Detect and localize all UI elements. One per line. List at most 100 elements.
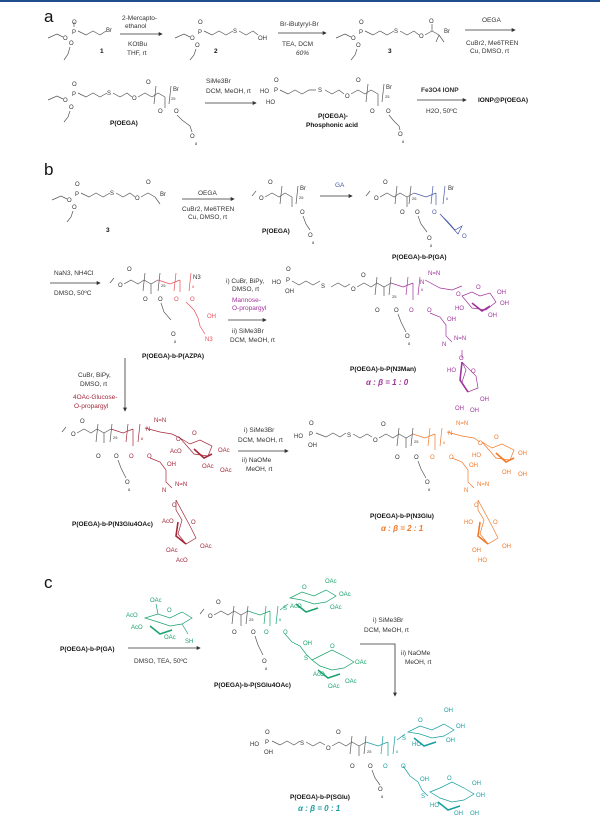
atom-oh: OH — [502, 470, 511, 476]
atom-nn: N=N — [175, 482, 187, 488]
step-c2-deacetylation: ii) NaOMe — [401, 650, 431, 657]
atom-o: O — [395, 455, 400, 461]
step-a1-reagent: 2-Mercapto- — [122, 15, 157, 22]
atom-ho: HO — [447, 368, 456, 374]
atom-o: O — [171, 332, 176, 338]
step-b3-reagent: NaN3, NH4Cl — [54, 270, 94, 277]
peg-n: 8 — [265, 666, 268, 671]
step-b6-solvent: MeOH, rt — [246, 466, 273, 473]
atom-oh: OH — [470, 811, 479, 817]
atom-o: O — [493, 520, 498, 526]
anomer-ratio-sglu: α : β = 0 : 1 — [298, 804, 341, 813]
poega-b-pn3glu-structure: O HO P OH S O O 25 O O O 8 N N=N 6 O O O… — [294, 421, 527, 564]
atom-ho: HO — [272, 280, 281, 286]
poega-b-pazpa-structure: O O 25 O O O 8 N3 6 O O OH N3 — [109, 267, 216, 344]
atom-ho: HO — [250, 742, 259, 748]
step-a2-yield: 60% — [296, 50, 309, 57]
step-b4-mannose-reagent: Mannose- — [232, 297, 261, 304]
step-a3-conditions: Cu, DMSO, rt — [470, 48, 509, 55]
atom-o: O — [351, 36, 356, 42]
atom-oh: OH — [285, 289, 294, 295]
poega-label: P(OEGA) — [262, 228, 290, 235]
step-a5-conditions: H2O, 50ºC — [426, 108, 458, 115]
compound-2-label: 2 — [214, 48, 218, 55]
peg-n: 8 — [402, 139, 405, 144]
compound-1-label: 1 — [100, 48, 104, 55]
atom-o: O — [67, 198, 72, 204]
atom-o: O — [75, 182, 80, 188]
atom-o: O — [190, 297, 195, 303]
atom-oh: OH — [518, 451, 527, 457]
poega-structure: O P O O S O O Br 25 O O O 8 — [47, 80, 198, 146]
atom-o: O — [471, 369, 476, 375]
atom-oh: OH — [502, 544, 511, 550]
atom-n3: N3 — [205, 337, 213, 343]
atom-o: O — [132, 96, 137, 102]
compound-1-structure: O P O O Br — [47, 20, 112, 61]
atom-aco: AcO — [126, 613, 138, 619]
atom-nn: N=N — [477, 482, 489, 488]
atom-p: P — [359, 30, 363, 36]
atom-oh: OH — [456, 724, 465, 730]
atom-p: P — [198, 30, 202, 36]
dp-block: 6 — [279, 617, 282, 622]
step-b1-conditions: Cu, DMSO, rt — [188, 214, 227, 221]
atom-o: O — [374, 196, 379, 202]
atom-o: O — [350, 764, 355, 770]
atom-o: O — [158, 297, 163, 303]
step-a1-base: KOtBu — [128, 41, 148, 48]
dp-oega: 25 — [171, 96, 176, 101]
atom-o: O — [351, 287, 356, 293]
atom-o: O — [125, 480, 130, 486]
ionp-product-label: IONP@P(OEGA) — [478, 97, 528, 104]
atom-o: O — [368, 764, 373, 770]
step-b6-conditions: DCM, MeOH, rt — [238, 437, 283, 444]
step-c2-solvent: MeOH, rt — [405, 659, 432, 666]
poega-b-pn3glu4oac-structure: O O 25 O O O 8 N N=N 6 O O OH N N=N O O … — [61, 418, 232, 564]
atom-ho: HO — [294, 434, 303, 440]
atom-o: O — [456, 292, 461, 298]
atom-o: O — [430, 455, 435, 461]
atom-oac: OAc — [166, 548, 178, 554]
step-c2-reagent: i) SiMe3Br — [373, 617, 404, 624]
atom-aco: AcO — [131, 625, 143, 631]
atom-o: O — [432, 210, 437, 216]
atom-o: O — [375, 308, 380, 314]
atom-o: O — [474, 503, 479, 509]
atom-oac: OAc — [325, 579, 337, 585]
atom-o: O — [405, 334, 410, 340]
step-b5-catalyst: CuBr, BiPy, — [78, 372, 111, 379]
dp-oega: 25 — [412, 196, 417, 201]
atom-o: O — [259, 196, 264, 202]
phosphonic-acid-label: Phosphonic acid — [306, 122, 358, 129]
atom-oac: OAc — [164, 635, 176, 641]
atom-o: O — [336, 730, 341, 736]
atom-oh: OH — [500, 301, 509, 307]
atom-p: P — [286, 278, 290, 284]
atom-o: O — [262, 659, 267, 665]
atom-o: O — [268, 180, 273, 186]
atom-oh: OH — [470, 408, 479, 414]
peg-n: 8 — [312, 240, 315, 245]
panel-a-label: a — [44, 7, 54, 26]
atom-oh: OH — [258, 36, 267, 42]
atom-o: O — [114, 454, 119, 460]
peg-n: 8 — [174, 339, 177, 344]
atom-o: O — [476, 285, 481, 291]
atom-ho: HO — [455, 306, 464, 312]
atom-s: S — [107, 91, 111, 97]
atom-ho: HO — [412, 742, 421, 748]
atom-s: S — [321, 284, 325, 290]
atom-o: O — [176, 437, 181, 443]
atom-o: O — [370, 109, 375, 115]
poega-b-pn3glu-label: P(OEGA)-b-P(N3Glu) — [370, 513, 434, 520]
atom-br: Br — [386, 85, 392, 91]
poega-b-psglu4oac-structure: O O 25 O O O 8 6 O O OH S O OAc OAc OAc … — [199, 579, 367, 690]
header-bar — [0, 0, 600, 2]
atom-oh: OH — [303, 641, 312, 647]
step-b5-glucose-reagent: O-propargyl — [74, 403, 109, 410]
compound-3-label: 3 — [388, 48, 392, 55]
atom-o: O — [251, 630, 256, 636]
atom-o: O — [265, 730, 270, 736]
atom-o: O — [158, 109, 163, 115]
